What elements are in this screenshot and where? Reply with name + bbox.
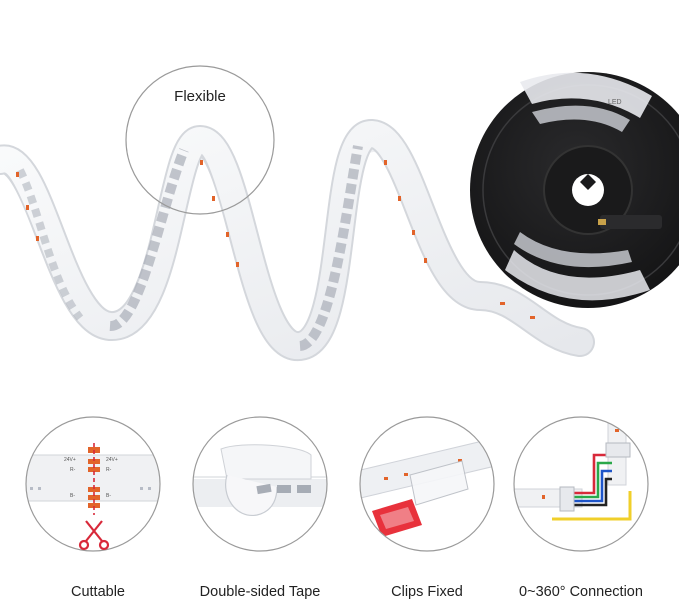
feature-clips-fixed bbox=[358, 415, 496, 553]
clip-illustration bbox=[359, 416, 495, 552]
svg-text:24V+: 24V+ bbox=[64, 457, 76, 463]
svg-text:R-: R- bbox=[106, 467, 112, 473]
feature-connection bbox=[512, 415, 650, 553]
svg-text:R-: R- bbox=[70, 467, 76, 473]
scissors-icon bbox=[78, 520, 110, 551]
feature-label-double-sided-tape: Double-sided Tape bbox=[199, 584, 321, 600]
led-strip bbox=[0, 119, 595, 361]
svg-text:LED: LED bbox=[608, 99, 622, 106]
svg-text:B-: B- bbox=[70, 493, 75, 499]
feature-cuttable: 24V+ 24V+ R- R- B- B- bbox=[24, 415, 162, 553]
feature-double-sided-tape bbox=[191, 415, 329, 553]
flexible-label: Flexible bbox=[174, 88, 226, 105]
flexible-callout-circle bbox=[125, 65, 275, 215]
cuttable-illustration: 24V+ 24V+ R- R- B- B- bbox=[25, 416, 161, 552]
hero-illustration: LED bbox=[0, 65, 679, 361]
connector-illustration bbox=[513, 416, 649, 552]
tape-illustration bbox=[192, 416, 328, 552]
svg-text:24V+: 24V+ bbox=[106, 457, 118, 463]
reel: LED bbox=[470, 72, 679, 308]
feature-label-connection: 0~360° Connection bbox=[519, 584, 643, 600]
feature-label-clips-fixed: Clips Fixed bbox=[391, 584, 463, 600]
feature-label-cuttable: Cuttable bbox=[70, 584, 125, 600]
svg-text:B-: B- bbox=[106, 493, 111, 499]
